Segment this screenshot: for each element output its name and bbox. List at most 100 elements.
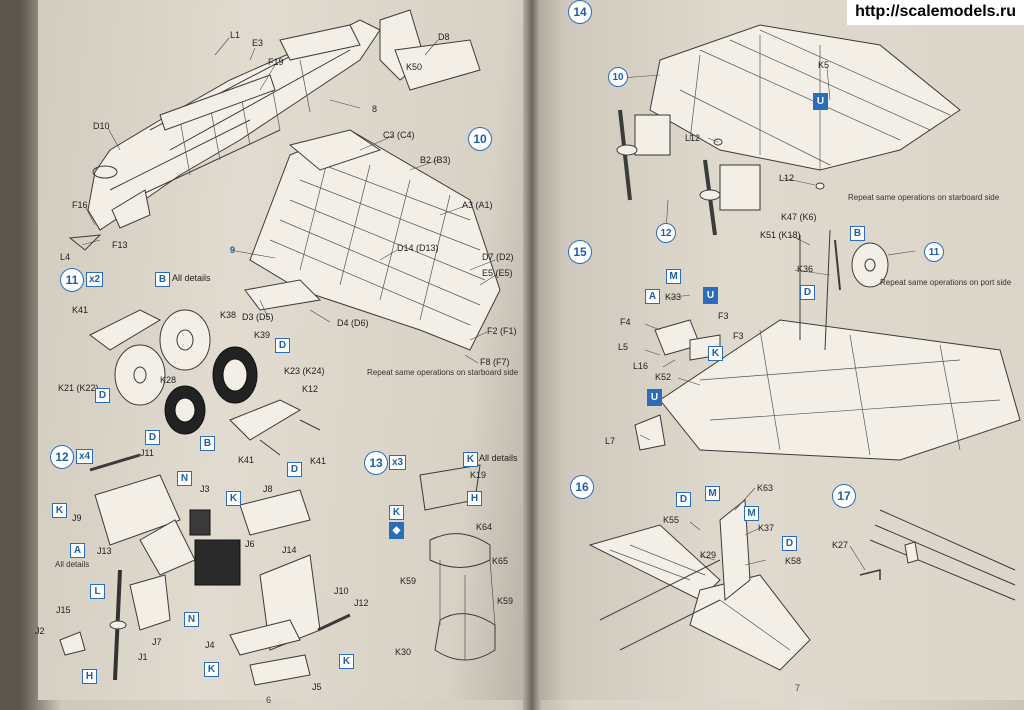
fuselage-drawing [68, 9, 481, 251]
part-label: K36 [797, 264, 814, 274]
tail-drawing [588, 499, 811, 671]
part-label: K38 [220, 310, 237, 320]
step-12-marker: 12 [50, 445, 74, 469]
part-label: F13 [112, 240, 128, 250]
step-11-marker: 11 [60, 268, 84, 292]
part-label: K30 [395, 647, 412, 657]
part-label: J8 [263, 484, 273, 494]
part-label: D3 (D5) [242, 312, 274, 322]
step-13-marker: 13 [364, 451, 388, 475]
part-label: J3 [200, 484, 210, 494]
part-tag: M [666, 269, 681, 284]
part-label: K23 (K24) [284, 366, 325, 376]
part-label: K27 [832, 540, 849, 550]
wing-outer-drawing [616, 24, 961, 236]
part-label: 8 [372, 104, 378, 114]
part-tag: D [676, 492, 691, 507]
part-tag: K [204, 662, 219, 677]
engine-drawing [59, 453, 351, 686]
part-label: K5 [818, 60, 830, 70]
step-10-marker: 10 [468, 127, 492, 151]
part-label: L12 [685, 133, 701, 143]
part-tag: M [744, 506, 759, 521]
repeat-starboard-note-right: Repeat same operations on starboard side [848, 193, 1000, 202]
detail-17-drawing [859, 509, 1016, 601]
part-label: K33 [665, 292, 682, 302]
step-17-marker: 17 [832, 484, 856, 508]
part-label: K21 (K22) [58, 383, 99, 393]
part-label: F3 [733, 331, 744, 341]
part-label: J15 [56, 605, 71, 615]
part-tag: K [708, 346, 723, 361]
part-label: F4 [620, 317, 631, 327]
part-tag: H [82, 669, 97, 684]
part-tag: D [782, 536, 797, 551]
part-label: K59 [400, 576, 417, 586]
step-15-marker: 15 [568, 240, 592, 264]
part-label: F19 [268, 57, 284, 67]
part-label: K37 [758, 523, 775, 533]
part-tag: A [70, 543, 85, 558]
glue-icon: ◆ [389, 522, 404, 539]
part-label: J12 [354, 598, 369, 608]
part-label: J1 [138, 652, 148, 662]
part-label: F3 [718, 311, 729, 321]
glue-icon: U [703, 287, 718, 304]
step-12-ref: 12 [656, 223, 676, 243]
part-tag: D [800, 285, 815, 300]
part-label: D4 (D6) [337, 318, 369, 328]
part-tag: D [95, 388, 110, 403]
part-tag: D [275, 338, 290, 353]
part-tag: B [200, 436, 215, 451]
part-label: K19 [470, 470, 487, 480]
part-label: K65 [492, 556, 509, 566]
step-13-tag: K [463, 452, 478, 467]
wing-drawing [244, 129, 501, 351]
part-label: K29 [700, 550, 717, 560]
part-label: K55 [663, 515, 680, 525]
part-label: K63 [757, 483, 774, 493]
part-tag: D [145, 430, 160, 445]
part-label: L12 [779, 173, 795, 183]
glue-icon: U [647, 389, 662, 406]
part-tag: B [850, 226, 865, 241]
part-label: L4 [60, 252, 71, 262]
part-label: K28 [160, 375, 177, 385]
part-tag: N [184, 612, 199, 627]
part-label: J10 [334, 586, 349, 596]
part-label: D8 [438, 32, 450, 42]
part-label: E5 (E5) [482, 268, 513, 278]
center-section-drawing [634, 229, 1021, 461]
part-label: K41 [72, 305, 89, 315]
part-label: L1 [230, 30, 241, 40]
part-label: K50 [406, 62, 423, 72]
part-tag: H [467, 491, 482, 506]
part-label: D7 (D2) [482, 252, 514, 262]
part-tag: K [339, 654, 354, 669]
part-label: J4 [205, 640, 215, 650]
part-label: J14 [282, 545, 297, 555]
step-11-note: All details [172, 273, 211, 283]
step-11-ref: 11 [924, 242, 944, 262]
watermark-link[interactable]: http://scalemodels.ru [847, 0, 1024, 25]
part-label: 9 [230, 245, 236, 255]
part-label: K41 [310, 456, 327, 466]
leader-lines [81, 37, 916, 571]
part-label: J2 [35, 626, 45, 636]
a-all-details-note: All details [55, 560, 90, 569]
part-label: F2 (F1) [487, 326, 517, 336]
part-label: K39 [254, 330, 271, 340]
part-tag: A [645, 289, 660, 304]
part-label: K52 [655, 372, 672, 382]
part-label: K64 [476, 522, 493, 532]
part-label: K51 (K18) [760, 230, 801, 240]
part-label: D14 (D13) [397, 243, 439, 253]
part-label: F8 (F7) [480, 357, 510, 367]
part-label: J9 [72, 513, 82, 523]
cowling-drawing [419, 464, 496, 661]
step-16-marker: 16 [570, 475, 594, 499]
glue-icon: U [813, 93, 828, 110]
part-label: F16 [72, 200, 88, 210]
